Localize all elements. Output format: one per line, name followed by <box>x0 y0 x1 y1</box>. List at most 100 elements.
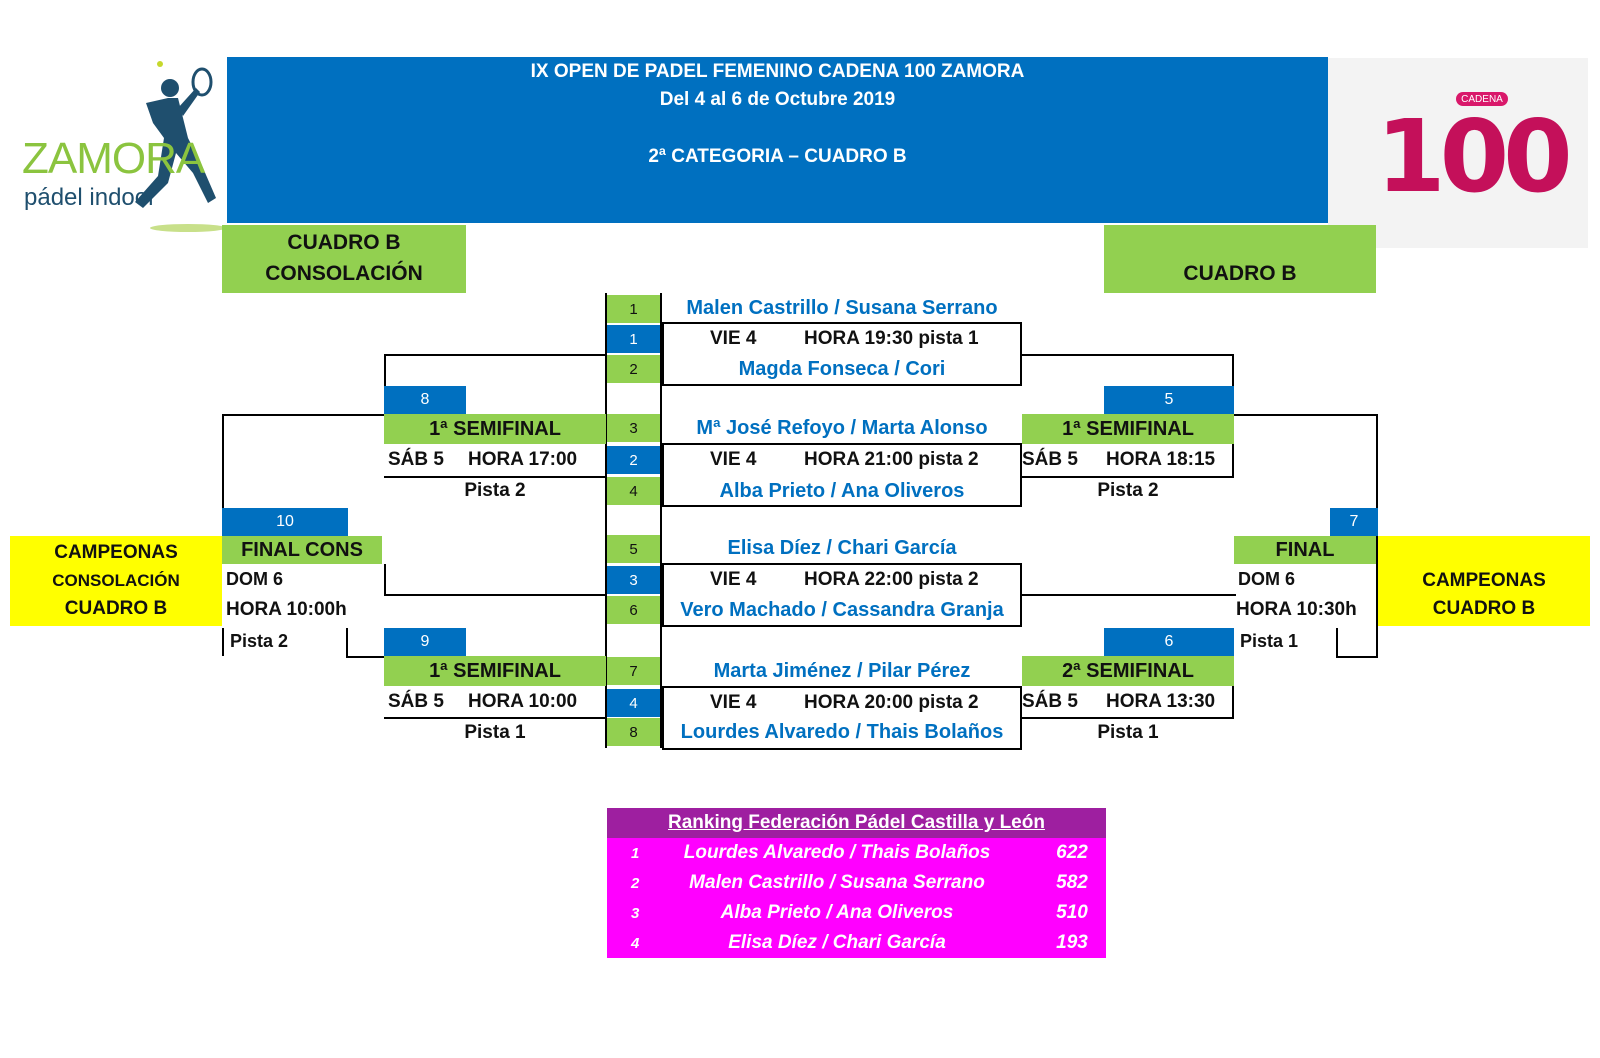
match-box-4 <box>662 686 1022 750</box>
ranking-row: 3 Alba Prieto / Ana Oliveros 510 <box>607 898 1106 928</box>
cadena-100-logo: CADENA 100 <box>1328 58 1588 248</box>
main-semi-top-court: Pista 2 <box>1097 480 1159 501</box>
ranking-title: Ranking Federación Pádel Castilla y León <box>607 808 1106 838</box>
cons-semi-top-day: SÁB 5 <box>388 449 444 470</box>
title-banner: IX OPEN DE PADEL FEMENINO CADENA 100 ZAM… <box>227 57 1328 223</box>
padel-player-icon <box>135 61 223 232</box>
main-section-label: CUADRO B <box>1104 225 1376 293</box>
slot-number: 1 <box>607 295 660 323</box>
bracket-line <box>1022 354 1234 356</box>
match-box-3 <box>662 563 1022 627</box>
ranking-points: 510 <box>1056 902 1088 923</box>
consolation-champions-box: CAMPEONAS CONSOLACIÓN CUADRO B <box>10 536 222 626</box>
ranking-position: 1 <box>631 844 640 862</box>
main-semi-top-label: 1ª SEMIFINAL <box>1022 414 1234 444</box>
main-semi-top-number: 5 <box>1104 386 1234 414</box>
slot-number: 8 <box>607 718 660 746</box>
ranking-points: 193 <box>1056 932 1088 953</box>
bracket-line <box>1232 354 1234 386</box>
slot-number: 5 <box>607 535 660 563</box>
bracket-line <box>222 414 224 508</box>
cons-final-day: DOM 6 <box>226 568 284 589</box>
zamora-padel-logo: ZAMORA pádel indoor <box>18 58 223 238</box>
cons-semi-top-time: HORA 17:00 <box>468 449 578 470</box>
cons-final-label: FINAL CONS <box>222 536 382 564</box>
match-day: VIE 4 <box>710 692 757 713</box>
cons-semi-bottom-court: Pista 1 <box>464 722 526 743</box>
padel-indoor-text: pádel indoor <box>24 184 157 211</box>
cons-final-court: Pista 2 <box>230 630 289 651</box>
match-time: HORA 19:30 pista 1 <box>804 328 979 349</box>
ranking-table: Ranking Federación Pádel Castilla y León… <box>607 808 1106 958</box>
main-champions-box: CAMPEONAS CUADRO B <box>1378 536 1590 626</box>
bracket-line <box>1022 594 1236 596</box>
bracket-line <box>1336 656 1378 658</box>
bracket-line <box>384 564 386 596</box>
main-final-number: 7 <box>1330 508 1378 536</box>
category-label: 2ª CATEGORIA – CUADRO B <box>648 146 907 167</box>
match-box-1 <box>662 322 1022 386</box>
consolation-section-label: CUADRO B CONSOLACIÓN <box>222 225 466 293</box>
bracket-line <box>1232 414 1378 416</box>
bracket-line <box>1376 535 1378 657</box>
ranking-position: 4 <box>631 934 640 952</box>
main-final-day: DOM 6 <box>1238 568 1296 589</box>
team-pair: Malen Castrillo / Susana Serrano <box>686 296 998 319</box>
cons-semi-top-label: 1ª SEMIFINAL <box>384 414 606 444</box>
bracket-line <box>1022 476 1234 478</box>
main-semi-top-time: HORA 18:15 <box>1106 449 1216 470</box>
ranking-pair: Lourdes Alvaredo / Thais Bolaños <box>683 842 991 863</box>
ranking-points: 622 <box>1056 842 1088 863</box>
main-semi-bottom-day: SÁB 5 <box>1022 691 1078 712</box>
team-pair: Marta Jiménez / Pilar Pérez <box>713 659 971 682</box>
match-number: 1 <box>607 325 660 353</box>
team-pair: Lourdes Alvaredo / Thais Bolaños <box>680 720 1004 743</box>
cons-semi-bottom-day: SÁB 5 <box>388 691 444 712</box>
ranking-pair: Alba Prieto / Ana Oliveros <box>720 902 954 923</box>
ranking-row: 4 Elisa Díez / Chari García 193 <box>607 928 1106 958</box>
cons-semi-top-court: Pista 2 <box>464 480 526 501</box>
team-pair: Magda Fonseca / Cori <box>738 357 946 380</box>
slot-number: 2 <box>607 355 660 383</box>
bracket-line <box>222 628 224 656</box>
cons-final-time: HORA 10:00h <box>226 599 347 620</box>
bracket-line <box>384 594 606 596</box>
slot-number: 7 <box>607 657 660 685</box>
bracket-line <box>1022 717 1234 719</box>
ranking-points: 582 <box>1056 872 1088 893</box>
cadena-100-text: 100 <box>1376 98 1573 215</box>
tournament-dates: Del 4 al 6 de Octubre 2019 <box>659 89 896 110</box>
ranking-pair: Malen Castrillo / Susana Serrano <box>689 872 985 893</box>
match-time: HORA 21:00 pista 2 <box>804 449 979 470</box>
ranking-position: 2 <box>631 874 640 892</box>
ranking-row: 2 Malen Castrillo / Susana Serrano 582 <box>607 868 1106 898</box>
slot-number: 3 <box>607 414 660 442</box>
bracket-line <box>384 476 606 478</box>
match-day: VIE 4 <box>710 328 757 349</box>
ranking-row: 1 Lourdes Alvaredo / Thais Bolaños 622 <box>607 838 1106 868</box>
match-time: HORA 22:00 pista 2 <box>804 569 979 590</box>
cons-semi-bottom-label: 1ª SEMIFINAL <box>384 656 606 686</box>
cons-final-number: 10 <box>222 508 348 536</box>
ranking-position: 3 <box>631 904 640 922</box>
cons-semi-bottom-number: 9 <box>384 628 466 656</box>
main-semi-bottom-label: 2ª SEMIFINAL <box>1022 656 1234 686</box>
team-pair: Mª José Refoyo / Marta Alonso <box>696 416 988 439</box>
main-final-time: HORA 10:30h <box>1236 599 1357 620</box>
bracket-line <box>346 656 386 658</box>
bracket-line <box>1232 414 1234 478</box>
ranking-pair: Elisa Díez / Chari García <box>728 932 946 953</box>
main-final-court: Pista 1 <box>1240 630 1299 651</box>
bracket-line <box>346 628 348 658</box>
team-pair: Elisa Díez / Chari García <box>727 536 957 559</box>
match-number: 4 <box>607 689 660 717</box>
main-semi-bottom-court: Pista 1 <box>1097 722 1159 743</box>
bracket-line <box>384 354 606 356</box>
main-semi-top-day: SÁB 5 <box>1022 449 1078 470</box>
cadena-badge: CADENA <box>1456 92 1508 106</box>
main-semi-bottom-number: 6 <box>1104 628 1234 656</box>
bracket-line <box>1232 656 1234 718</box>
match-number: 2 <box>607 446 660 474</box>
match-time: HORA 20:00 pista 2 <box>804 692 979 713</box>
match-day: VIE 4 <box>710 449 757 470</box>
